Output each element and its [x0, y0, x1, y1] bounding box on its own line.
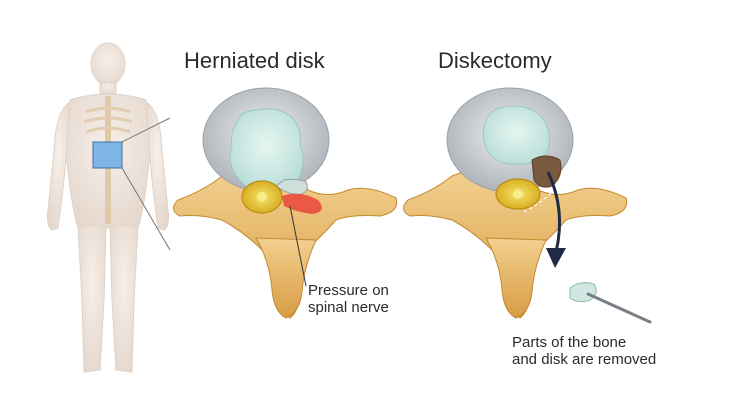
removed-label-line1: Parts of the bone: [512, 334, 627, 351]
removed-label-line2: and disk are removed: [512, 351, 657, 368]
removed-label: Parts of the bone and disk are removed: [512, 334, 656, 368]
zoom-line-top: [121, 117, 171, 143]
removal-arrowhead: [546, 248, 566, 268]
pressure-label-line2: spinal nerve: [308, 299, 389, 316]
removal-arrow: [546, 171, 562, 253]
removed-bone-outline: [523, 191, 553, 213]
pressure-label-line1: Pressure on: [308, 282, 389, 299]
left-spinous-process: [255, 237, 317, 319]
diskectomy-title: Diskectomy: [438, 48, 552, 73]
inflamed-nerve-root: [282, 193, 322, 214]
figure-right-arm: [145, 101, 169, 231]
figure-head: [90, 42, 126, 86]
pressure-callout-line: [289, 205, 307, 287]
figure-left-leg: [77, 225, 107, 373]
zoom-line-bottom: [121, 167, 171, 251]
right-disk-nucleus: [482, 105, 550, 165]
diskectomy-vertebra: [403, 87, 652, 324]
surgical-instrument: [586, 292, 652, 324]
figure-left-arm: [47, 101, 71, 231]
left-disk-nucleus: [229, 108, 304, 191]
herniated-vertebra: [173, 87, 398, 319]
removed-fragment: [569, 282, 597, 303]
herniated-disk-title: Herniated disk: [184, 48, 325, 73]
figure-neck: [99, 81, 117, 95]
removed-disk-portion: [531, 155, 562, 188]
spine-highlight-box: [92, 141, 123, 169]
figure-right-leg: [109, 225, 139, 373]
right-spinous-process: [485, 237, 547, 319]
pressure-label: Pressure on spinal nerve: [308, 282, 389, 316]
left-herniation: [275, 178, 308, 195]
